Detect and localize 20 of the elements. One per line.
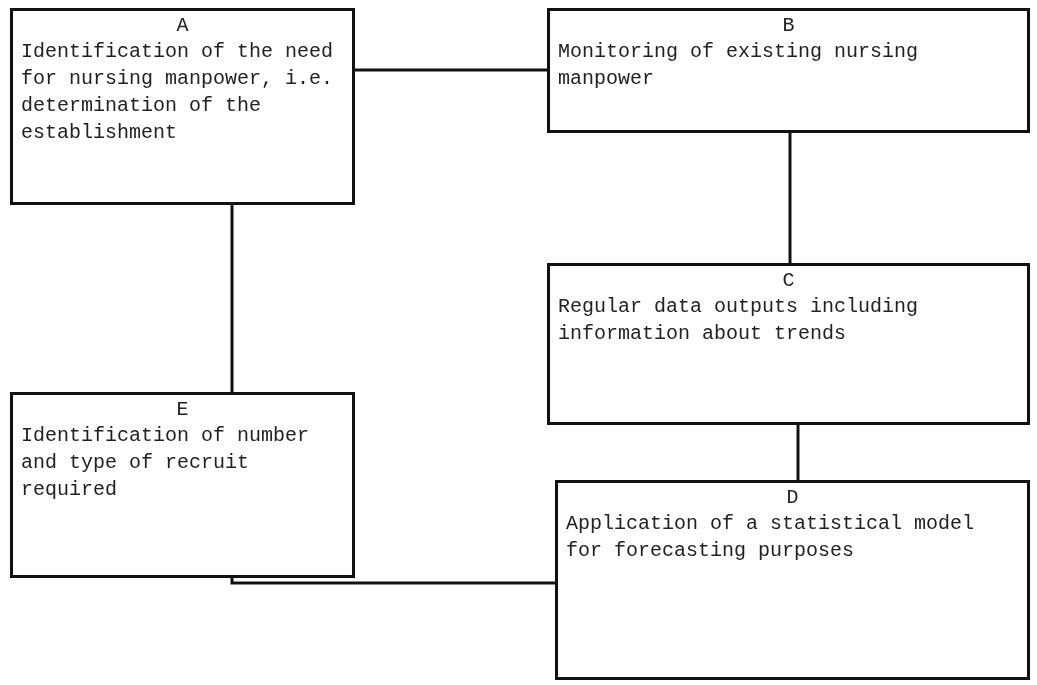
connector-line: [788, 133, 792, 263]
box-letter: A: [175, 13, 190, 38]
process-box: [547, 263, 1030, 425]
connector-line: [230, 578, 555, 585]
box-letter: D: [785, 485, 800, 510]
connector-line: [796, 425, 800, 480]
process-box: [555, 480, 1030, 680]
box-letter: C: [781, 268, 796, 293]
process-box: [547, 8, 1030, 133]
box-letter: E: [175, 397, 190, 422]
connector-line: [230, 205, 234, 392]
box-description: Regular data outputs including information about trends: [558, 294, 920, 347]
process-box: [10, 8, 355, 205]
process-box: [10, 392, 355, 578]
connector-line: [355, 68, 547, 72]
box-description: Application of a statistical model for forecasting purposes: [566, 511, 976, 564]
box-description: Identification of the need for nursing manpower, i.e. determination of the establishment: [21, 39, 335, 146]
box-letter: B: [781, 13, 796, 38]
box-description: Monitoring of existing nursing manpower: [558, 39, 920, 92]
box-description: Identification of number and type of recruit required: [21, 423, 311, 503]
